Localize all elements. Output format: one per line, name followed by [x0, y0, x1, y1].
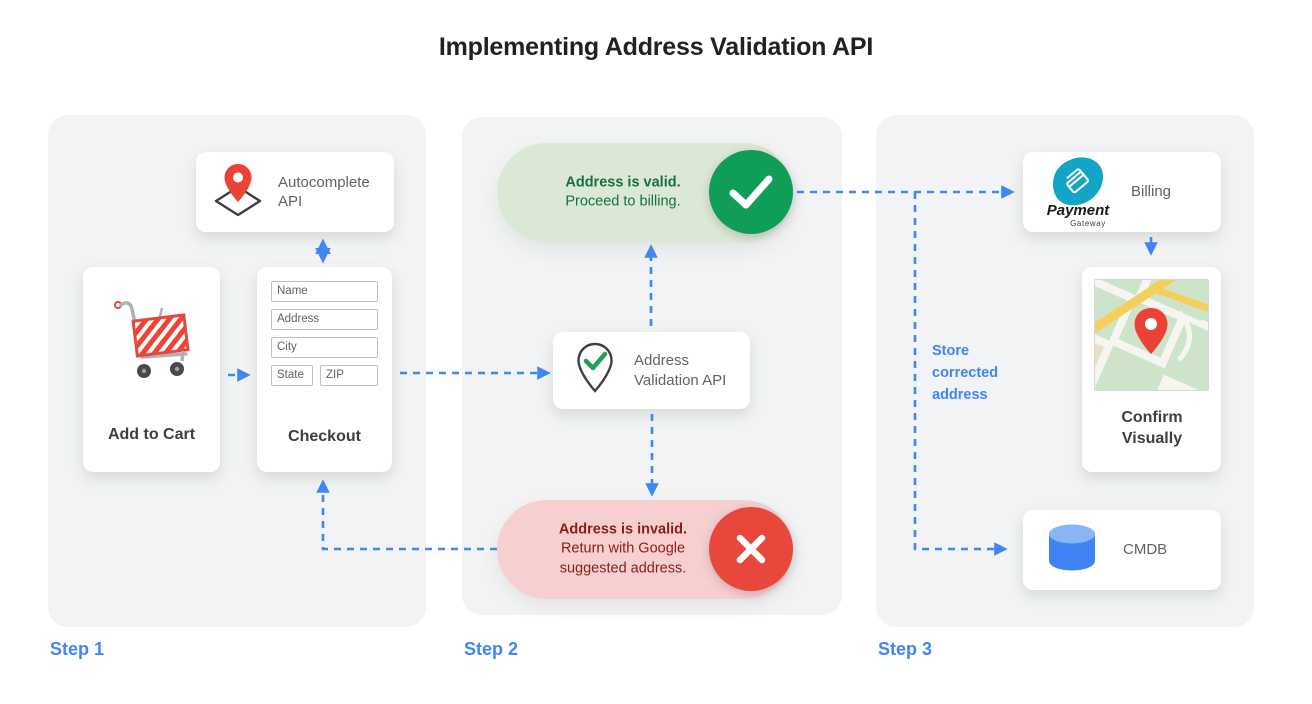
pin-check-icon [569, 341, 621, 400]
payment-gateway-title: Payment [1046, 202, 1110, 219]
cmdb-label: CMDB [1123, 541, 1168, 559]
map-pin-icon [1134, 308, 1168, 354]
invalid-headline: Address is invalid. [558, 521, 688, 538]
x-circle-icon [709, 507, 793, 591]
checkout-label: Checkout [288, 428, 361, 446]
checkout-card: Name Address City State ZIP Checkout [257, 267, 392, 472]
address-field: Address [271, 309, 378, 330]
city-field: City [271, 337, 378, 358]
valid-headline: Address is valid. [565, 173, 681, 190]
address-validation-api-label: Address Validation API [634, 352, 727, 389]
step3-label: Step 3 [878, 639, 933, 659]
state-field: State [271, 365, 313, 386]
shopping-cart-icon [104, 295, 200, 392]
invalid-body: Return with Google suggested address. [559, 540, 687, 577]
autocomplete-api-label: Autocomplete API [278, 173, 370, 211]
payment-gateway-subtitle: Gateway [1070, 219, 1106, 228]
autocomplete-api-card: Autocomplete API [196, 152, 394, 232]
cmdb-card: CMDB [1023, 510, 1221, 590]
valid-body: Proceed to billing. [565, 193, 681, 210]
map-pin-diamond-icon [211, 162, 265, 223]
store-corrected-address-note: Store corrected address [932, 343, 999, 403]
confirm-visually-label: Confirm Visually [1121, 408, 1183, 448]
confirm-visually-card: Confirm Visually [1082, 267, 1221, 472]
address-valid-pill: Address is valid. Proceed to billing. [497, 143, 793, 242]
zip-field: ZIP [320, 365, 378, 386]
check-circle-icon [709, 150, 793, 234]
page-title: Implementing Address Validation API [438, 33, 874, 61]
map-thumbnail [1094, 279, 1209, 391]
add-to-cart-card: Add to Cart [83, 267, 220, 472]
address-invalid-pill: Address is invalid. Return with Google s… [497, 500, 793, 599]
step1-label: Step 1 [50, 639, 105, 659]
billing-card: Payment Gateway Billing [1023, 152, 1221, 232]
address-validation-api-card: Address Validation API [553, 332, 750, 409]
database-icon [1045, 522, 1099, 579]
name-field: Name [271, 281, 378, 302]
add-to-cart-label: Add to Cart [107, 426, 196, 444]
payment-gateway-logo: Payment Gateway [1035, 156, 1121, 228]
step2-label: Step 2 [464, 639, 519, 659]
billing-label: Billing [1131, 183, 1172, 201]
